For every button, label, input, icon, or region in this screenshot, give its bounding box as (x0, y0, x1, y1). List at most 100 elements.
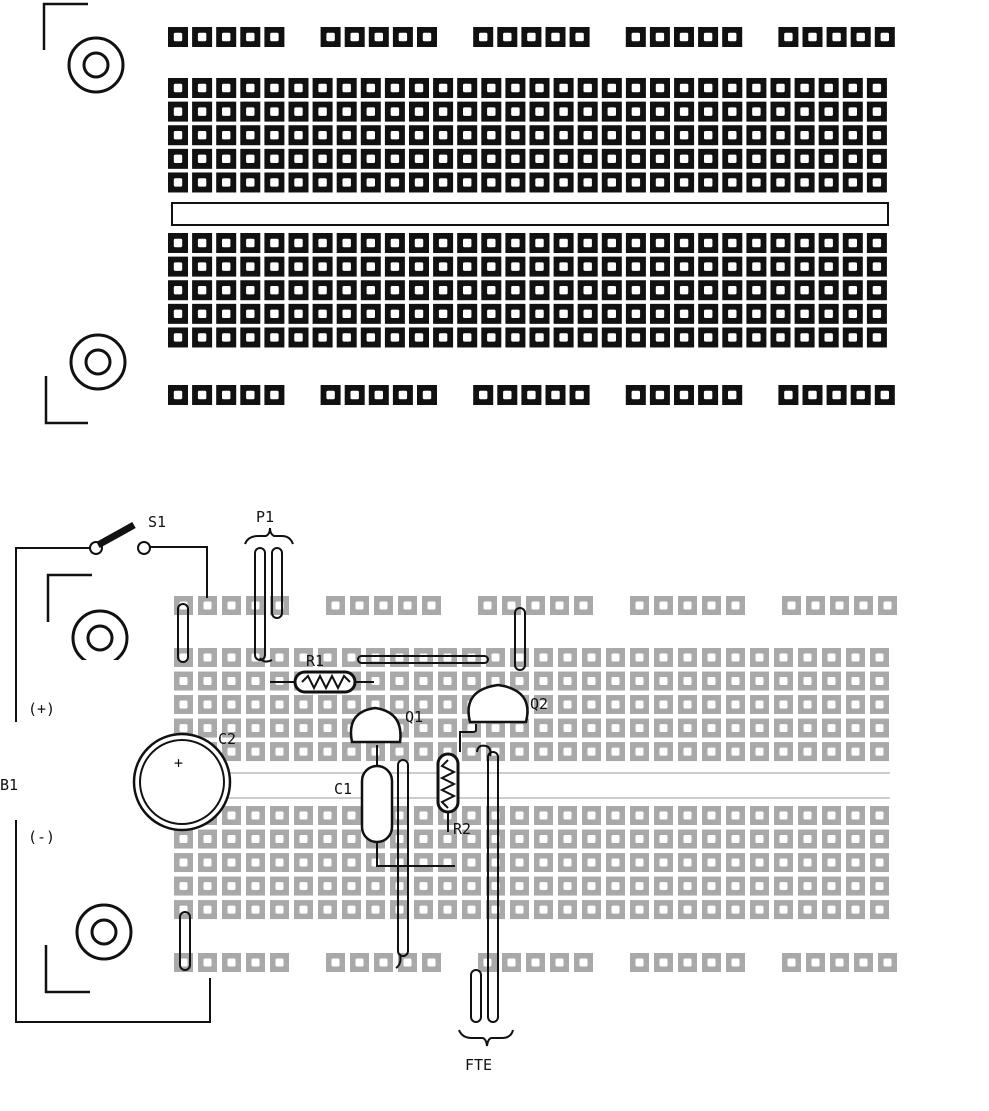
grid-upper-hole-center (607, 131, 616, 140)
grid-lower-hole-center (583, 286, 592, 295)
grid-upper-hole-center (731, 677, 740, 686)
grid-lower-hole-center (872, 286, 882, 295)
rail-top-hole-center (227, 601, 236, 610)
grid-upper-hole-center (347, 700, 356, 709)
grid-upper-hole-center (587, 724, 596, 733)
grid-lower-hole-center (872, 333, 882, 342)
grid-upper-hole-center (270, 83, 279, 93)
grid-lower-hole-center (824, 333, 833, 342)
grid-upper-hole-center (707, 653, 716, 662)
grid-lower-hole-center (539, 882, 548, 891)
grid-upper-hole-center (752, 154, 761, 164)
rail-top-hole-center (331, 601, 340, 610)
label-c1: C1 (334, 780, 352, 798)
grid-upper-hole-center (704, 154, 713, 164)
grid-upper-hole-center (318, 83, 327, 93)
grid-lower-hole-center (607, 309, 616, 319)
grid-lower-hole-center (487, 286, 496, 295)
grid-lower-hole-center (515, 882, 524, 891)
grid-lower-hole-center (635, 858, 644, 867)
grid-lower-hole-center (246, 238, 255, 248)
grid-upper-hole-center (246, 83, 255, 93)
label-c2-polarity: + (174, 754, 183, 772)
grid-lower-hole-center (707, 882, 716, 891)
grid-upper-hole-center (179, 724, 188, 733)
grid-lower-hole-center (535, 286, 544, 295)
grid-upper-hole-center (318, 154, 327, 164)
grid-lower-hole-center (197, 286, 207, 295)
grid-upper-hole-center (511, 154, 520, 164)
grid-lower-hole-center (246, 286, 255, 295)
grid-lower-hole-center (463, 309, 472, 319)
grid-upper-hole-center (222, 154, 231, 164)
grid-upper-hole-center (707, 700, 716, 709)
rail-bottom-hole-center (731, 958, 740, 967)
grid-lower-hole-center (179, 835, 188, 844)
grid-lower-hole-center (683, 858, 692, 867)
grid-lower-hole-center (776, 333, 785, 342)
grid-upper-hole-center (827, 747, 836, 756)
transistor-q1 (349, 706, 402, 744)
grid-upper-hole-center (275, 747, 284, 756)
grid-lower-hole-center (203, 905, 212, 914)
rail-top-hole-center (859, 601, 868, 610)
rail-top-hole-center (531, 601, 540, 610)
grid-upper-hole-center (583, 83, 592, 93)
grid-lower-hole-center (659, 811, 668, 820)
grid-lower-hole-center (197, 238, 207, 248)
grid-lower-hole-center (173, 309, 183, 319)
grid-lower-hole-center (318, 333, 327, 342)
grid-lower-hole-center (227, 882, 236, 891)
grid-lower-hole-center (659, 882, 668, 891)
rail-top-hole-center (507, 601, 516, 610)
rail-top-hole-center (703, 32, 713, 42)
rail-bottom-hole-center (503, 390, 512, 400)
grid-lower-hole-center (414, 309, 424, 319)
grid-lower-hole-center (776, 262, 785, 271)
grid-lower-hole-center (539, 835, 548, 844)
rail-top-hole-center (374, 32, 383, 42)
rail-top-hole-center (355, 601, 364, 610)
grid-lower-hole-center (611, 811, 620, 820)
grid-upper-hole-center (294, 131, 303, 140)
grid-upper-hole-center (848, 178, 857, 187)
rail-top-hole-center (350, 32, 359, 42)
circuit (15, 521, 529, 1047)
grid-upper-hole-center (587, 700, 596, 709)
grid-upper-hole-center (655, 178, 665, 187)
grid-upper-hole-center (659, 724, 668, 733)
rail-top-hole-center (398, 32, 408, 42)
grid-lower-hole-center (511, 286, 520, 295)
rail-top-hole-center (635, 601, 644, 610)
rail-bottom-hole-center (227, 958, 236, 967)
grid-upper-hole-center (371, 653, 380, 662)
grid-upper-hole-center (539, 677, 548, 686)
grid-lower-hole-center (222, 286, 231, 295)
grid-lower-hole-center (347, 858, 356, 867)
rail-bottom-hole-center (398, 390, 408, 400)
grid-upper-hole-center (347, 747, 356, 756)
grid-lower-hole-center (848, 238, 857, 248)
grid-lower-hole-center (779, 835, 788, 844)
grid-upper-hole-center (366, 83, 375, 93)
grid-lower-hole-center (583, 333, 592, 342)
grid-lower-hole-center (704, 333, 713, 342)
grid-lower-hole-center (728, 238, 737, 248)
grid-lower-hole-center (443, 905, 452, 914)
grid-upper-hole-center (390, 83, 400, 93)
rail-bottom-hole-center (859, 958, 868, 967)
rail-bottom-hole-center (350, 390, 359, 400)
grid-lower-hole-center (755, 835, 764, 844)
grid-upper-hole-center (731, 653, 740, 662)
grid-lower-hole-center (414, 238, 424, 248)
grid-lower-hole-center (275, 905, 284, 914)
grid-lower-hole-center (800, 286, 809, 295)
grid-upper-hole-center (731, 747, 740, 756)
grid-lower-hole-center (827, 811, 836, 820)
grid-lower-hole-center (414, 262, 424, 271)
grid-upper-hole-center (755, 700, 764, 709)
grid-upper-hole-center (173, 83, 183, 93)
grid-lower-hole-center (251, 905, 260, 914)
rail-bottom-hole-center (403, 958, 412, 967)
